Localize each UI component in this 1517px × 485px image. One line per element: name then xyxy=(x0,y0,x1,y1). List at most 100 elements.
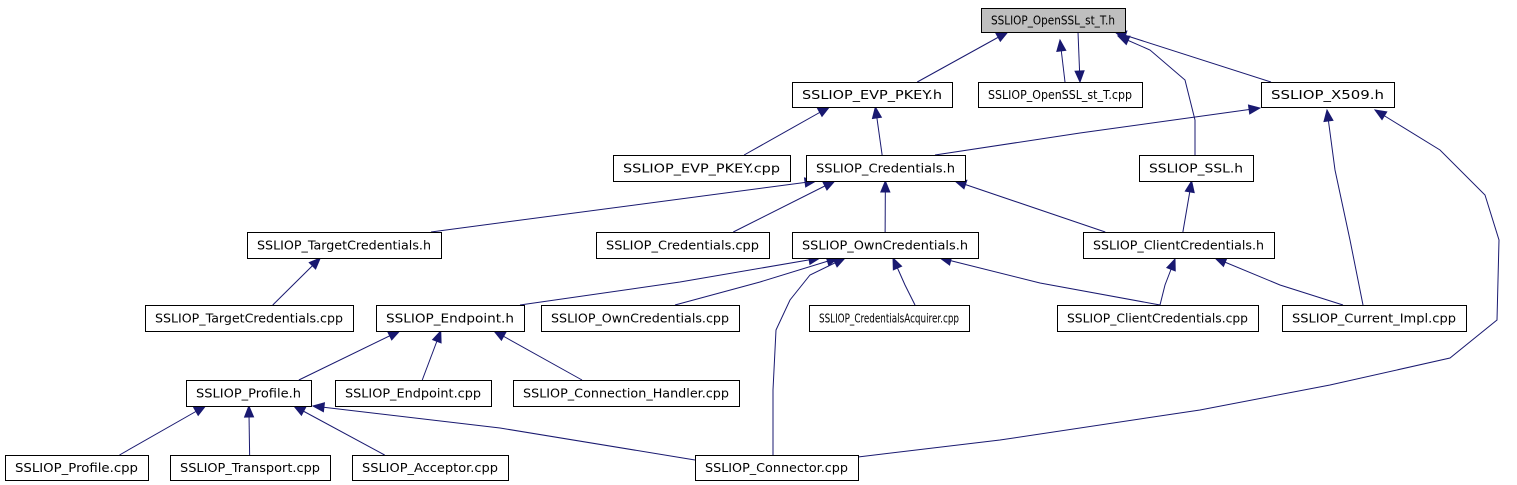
node-client-cred-h-label[interactable]: SSLIOP_ClientCredentials.h xyxy=(1093,239,1264,253)
node-transport-cpp-label[interactable]: SSLIOP_Transport.cpp xyxy=(180,461,320,475)
edge-evp-pkey-h-to-openssl-h xyxy=(917,31,1009,83)
node-transport-cpp-box[interactable] xyxy=(170,455,331,481)
node-endpoint-h-label[interactable]: SSLIOP_Endpoint.h xyxy=(386,312,514,326)
node-openssl-h-label[interactable]: SSLIOP_OpenSSL_st_T.h xyxy=(991,14,1115,28)
node-conn-handler-cpp[interactable]: SSLIOP_Connection_Handler.cpp xyxy=(513,380,740,407)
edge-credentials-cpp-to-credentials-h-line xyxy=(733,180,835,233)
node-target-cred-h-box[interactable] xyxy=(247,232,442,259)
node-profile-h[interactable]: SSLIOP_Profile.h xyxy=(186,380,312,407)
node-evp-pkey-cpp-box[interactable] xyxy=(613,155,791,182)
node-own-cred-h-label[interactable]: SSLIOP_OwnCredentials.h xyxy=(802,239,968,253)
edge-credentials-h-to-evp-pkey-h xyxy=(871,105,883,156)
edge-evp-pkey-cpp-to-evp-pkey-h-arrowhead xyxy=(816,106,831,118)
edge-client-cred-h-to-ssl-h-arrowhead xyxy=(1184,179,1195,194)
node-connector-cpp[interactable]: SSLIOP_Connector.cpp xyxy=(695,455,859,481)
node-own-cred-cpp-label[interactable]: SSLIOP_OwnCredentials.cpp xyxy=(551,312,729,326)
node-credentials-cpp-box[interactable] xyxy=(596,232,770,259)
node-target-cred-cpp-box[interactable] xyxy=(145,305,354,332)
node-cred-acquirer-cpp[interactable]: SSLIOP_CredentialsAcquirer.cpp xyxy=(809,305,970,332)
node-evp-pkey-h-box[interactable] xyxy=(792,82,953,108)
edge-client-cred-h-to-credentials-h xyxy=(953,179,1106,233)
node-cred-acquirer-cpp-label[interactable]: SSLIOP_CredentialsAcquirer.cpp xyxy=(819,312,959,326)
node-ssl-h[interactable]: SSLIOP_SSL.h xyxy=(1139,155,1254,182)
node-acceptor-cpp[interactable]: SSLIOP_Acceptor.cpp xyxy=(352,455,509,481)
node-client-cred-cpp[interactable]: SSLIOP_ClientCredentials.cpp xyxy=(1057,305,1259,332)
node-openssl-h[interactable]: SSLIOP_OpenSSL_st_T.h xyxy=(981,8,1126,33)
node-endpoint-h-box[interactable] xyxy=(376,305,525,332)
node-acceptor-cpp-label[interactable]: SSLIOP_Acceptor.cpp xyxy=(362,461,498,475)
edge-credentials-cpp-to-credentials-h xyxy=(733,180,836,233)
node-credentials-h-box[interactable] xyxy=(806,155,966,182)
edge-credentials-cpp-to-credentials-h-arrowhead xyxy=(822,180,836,191)
node-profile-cpp-box[interactable] xyxy=(5,455,149,481)
node-x509-h-label[interactable]: SSLIOP_X509.h xyxy=(1271,88,1384,102)
node-credentials-cpp-label[interactable]: SSLIOP_Credentials.cpp xyxy=(606,239,759,253)
node-client-cred-cpp-label[interactable]: SSLIOP_ClientCredentials.cpp xyxy=(1067,312,1248,326)
node-x509-h-box[interactable] xyxy=(1261,82,1395,108)
edge-connector-cpp-to-profile-h xyxy=(311,402,696,461)
edge-evp-pkey-h-to-openssl-h-line xyxy=(917,31,1008,83)
node-credentials-h[interactable]: SSLIOP_Credentials.h xyxy=(806,155,966,182)
node-own-cred-cpp-box[interactable] xyxy=(541,305,740,332)
node-endpoint-cpp[interactable]: SSLIOP_Endpoint.cpp xyxy=(335,380,492,407)
node-profile-h-box[interactable] xyxy=(186,380,312,407)
edge-connector-cpp-to-own-cred-h xyxy=(772,257,847,455)
node-profile-cpp[interactable]: SSLIOP_Profile.cpp xyxy=(5,455,149,481)
node-client-cred-h[interactable]: SSLIOP_ClientCredentials.h xyxy=(1083,232,1275,259)
node-target-cred-h-label[interactable]: SSLIOP_TargetCredentials.h xyxy=(257,239,431,253)
node-current-impl-cpp-label[interactable]: SSLIOP_Current_Impl.cpp xyxy=(1292,312,1456,326)
node-acceptor-cpp-box[interactable] xyxy=(352,455,509,481)
node-endpoint-cpp-label[interactable]: SSLIOP_Endpoint.cpp xyxy=(345,387,481,401)
node-cred-acquirer-cpp-box[interactable] xyxy=(809,305,970,332)
node-current-impl-cpp-box[interactable] xyxy=(1282,305,1467,332)
node-own-cred-cpp[interactable]: SSLIOP_OwnCredentials.cpp xyxy=(541,305,740,332)
node-openssl-cpp-label[interactable]: SSLIOP_OpenSSL_st_T.cpp xyxy=(988,88,1132,102)
node-connector-cpp-box[interactable] xyxy=(695,455,859,481)
node-openssl-cpp[interactable]: SSLIOP_OpenSSL_st_T.cpp xyxy=(978,82,1143,108)
node-x509-h[interactable]: SSLIOP_X509.h xyxy=(1261,82,1395,108)
edge-connector-cpp-to-x509-h-arrowhead xyxy=(1373,109,1388,121)
node-target-cred-cpp[interactable]: SSLIOP_TargetCredentials.cpp xyxy=(145,305,354,332)
node-transport-cpp[interactable]: SSLIOP_Transport.cpp xyxy=(170,455,331,481)
node-evp-pkey-h[interactable]: SSLIOP_EVP_PKEY.h xyxy=(792,82,953,108)
node-openssl-cpp-box[interactable] xyxy=(978,82,1143,108)
node-endpoint-h[interactable]: SSLIOP_Endpoint.h xyxy=(376,305,525,332)
edge-conn-handler-cpp-to-endpoint-h-arrowhead xyxy=(492,330,507,342)
node-ssl-h-box[interactable] xyxy=(1139,155,1254,182)
edge-acceptor-cpp-to-profile-h-arrowhead xyxy=(292,405,307,417)
node-client-cred-cpp-box[interactable] xyxy=(1057,305,1259,332)
edge-cred-acquirer-cpp-to-own-cred-h-arrowhead xyxy=(892,256,903,271)
node-client-cred-h-box[interactable] xyxy=(1083,232,1275,259)
edge-own-cred-cpp-to-own-cred-h-line xyxy=(674,257,839,306)
node-target-cred-cpp-label[interactable]: SSLIOP_TargetCredentials.cpp xyxy=(155,312,343,326)
node-connector-cpp-label[interactable]: SSLIOP_Connector.cpp xyxy=(705,461,848,475)
node-endpoint-cpp-box[interactable] xyxy=(335,380,492,407)
node-evp-pkey-cpp[interactable]: SSLIOP_EVP_PKEY.cpp xyxy=(613,155,791,182)
node-credentials-h-label[interactable]: SSLIOP_Credentials.h xyxy=(816,162,955,176)
node-current-impl-cpp[interactable]: SSLIOP_Current_Impl.cpp xyxy=(1282,305,1467,332)
edge-endpoint-h-to-own-cred-h xyxy=(519,254,822,306)
edge-current-impl-cpp-to-x509-h-line xyxy=(1326,109,1364,306)
edge-acceptor-cpp-to-profile-h xyxy=(292,405,385,456)
node-target-cred-h[interactable]: SSLIOP_TargetCredentials.h xyxy=(247,232,442,259)
node-profile-h-label[interactable]: SSLIOP_Profile.h xyxy=(196,387,301,401)
node-conn-handler-cpp-label[interactable]: SSLIOP_Connection_Handler.cpp xyxy=(523,387,729,401)
edge-endpoint-cpp-to-endpoint-h xyxy=(421,329,442,381)
node-conn-handler-cpp-box[interactable] xyxy=(513,380,740,407)
node-evp-pkey-h-label[interactable]: SSLIOP_EVP_PKEY.h xyxy=(802,88,942,102)
node-openssl-h-box[interactable] xyxy=(981,8,1126,33)
node-evp-pkey-cpp-label[interactable]: SSLIOP_EVP_PKEY.cpp xyxy=(623,162,780,176)
node-ssl-h-label[interactable]: SSLIOP_SSL.h xyxy=(1149,162,1243,176)
node-own-cred-h[interactable]: SSLIOP_OwnCredentials.h xyxy=(792,232,979,259)
edge-current-impl-cpp-to-client-cred-h-arrowhead xyxy=(1213,257,1228,268)
edge-client-cred-h-to-ssl-h xyxy=(1182,179,1195,233)
edge-target-cred-cpp-to-target-cred-h xyxy=(272,257,322,306)
edge-x509-h-to-openssl-h-line xyxy=(1114,31,1272,83)
edge-profile-h-to-endpoint-h-arrowhead xyxy=(386,330,401,341)
node-credentials-cpp[interactable]: SSLIOP_Credentials.cpp xyxy=(596,232,770,259)
node-profile-cpp-label[interactable]: SSLIOP_Profile.cpp xyxy=(15,461,138,475)
edge-cred-acquirer-cpp-to-own-cred-h xyxy=(892,256,916,306)
edge-connector-cpp-to-x509-h xyxy=(857,109,1500,458)
node-own-cred-h-box[interactable] xyxy=(792,232,979,259)
